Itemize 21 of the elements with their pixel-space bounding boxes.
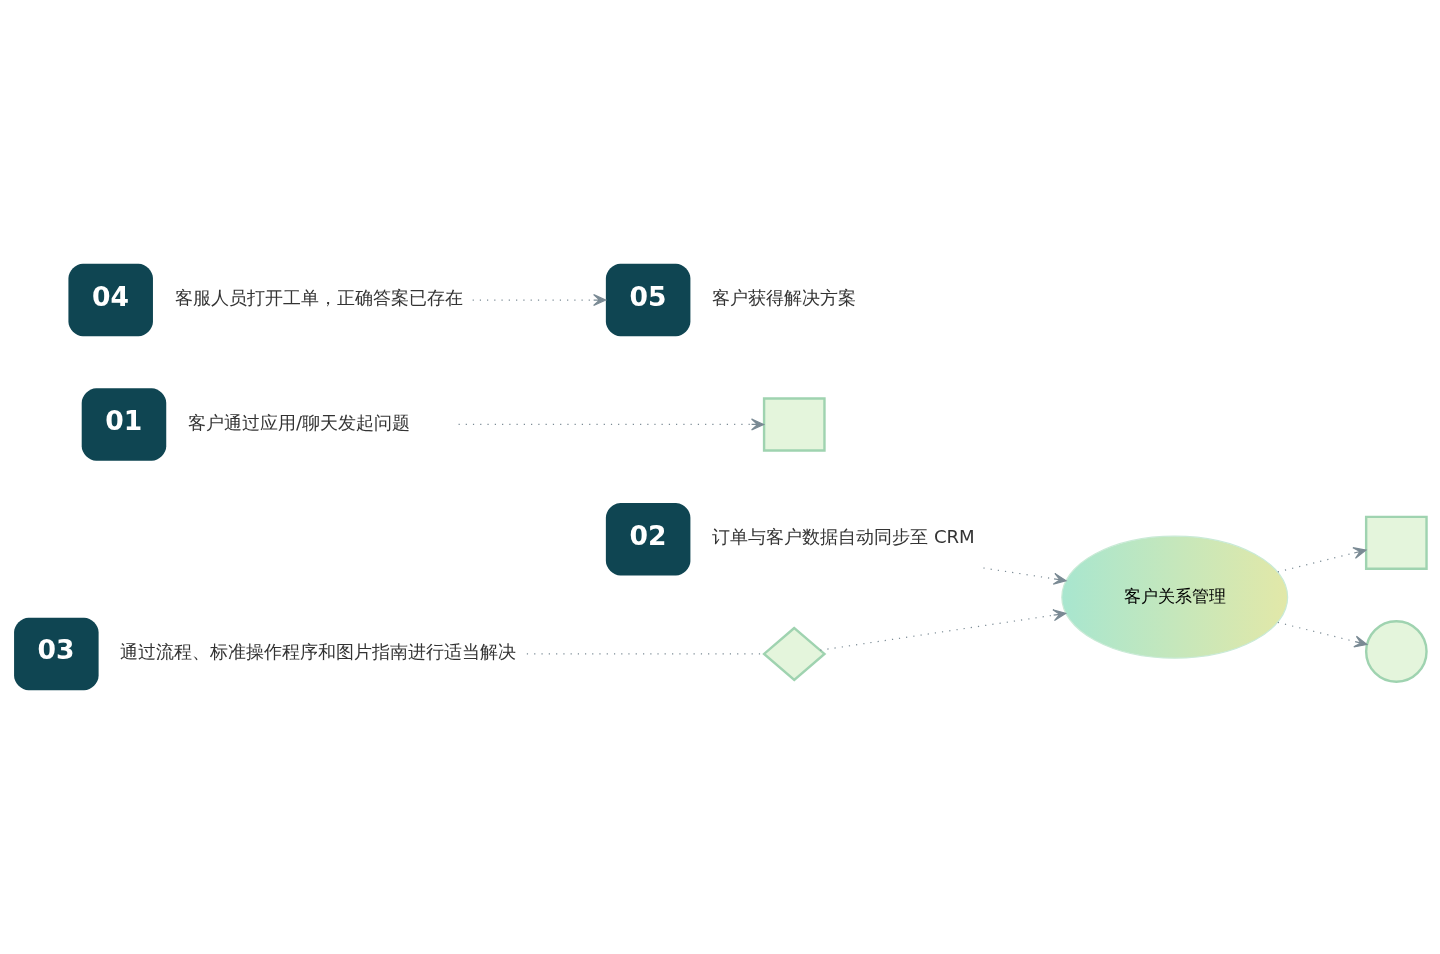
arrow — [982, 567, 1067, 585]
node-box: 01 — [81, 388, 167, 461]
arrow — [1277, 547, 1367, 573]
node-box: 03 — [14, 617, 99, 691]
node-circle — [1364, 620, 1428, 683]
arrow — [457, 418, 765, 431]
node-label: 通过流程、标准操作程序和图片指南进行适当解决 — [120, 641, 517, 663]
node-label: 客户通过应用/聊天发起问题 — [187, 411, 411, 433]
arrow — [819, 609, 1067, 651]
arrow — [472, 294, 607, 307]
node-diamond — [762, 626, 827, 682]
node-ellipse: 客户关系管理 — [1061, 535, 1289, 659]
node-label: 客户获得解决方案 — [712, 287, 857, 309]
node-box — [1364, 515, 1428, 570]
node-box — [762, 397, 826, 452]
arrow — [1277, 621, 1368, 648]
node-box: 05 — [605, 263, 691, 337]
node-label: 客服人员打开工单，正确答案已存在 — [174, 287, 463, 309]
node-box: 04 — [68, 263, 153, 337]
node-box: 02 — [605, 502, 691, 576]
node-label: 订单与客户数据自动同步至 CRM — [712, 526, 975, 548]
